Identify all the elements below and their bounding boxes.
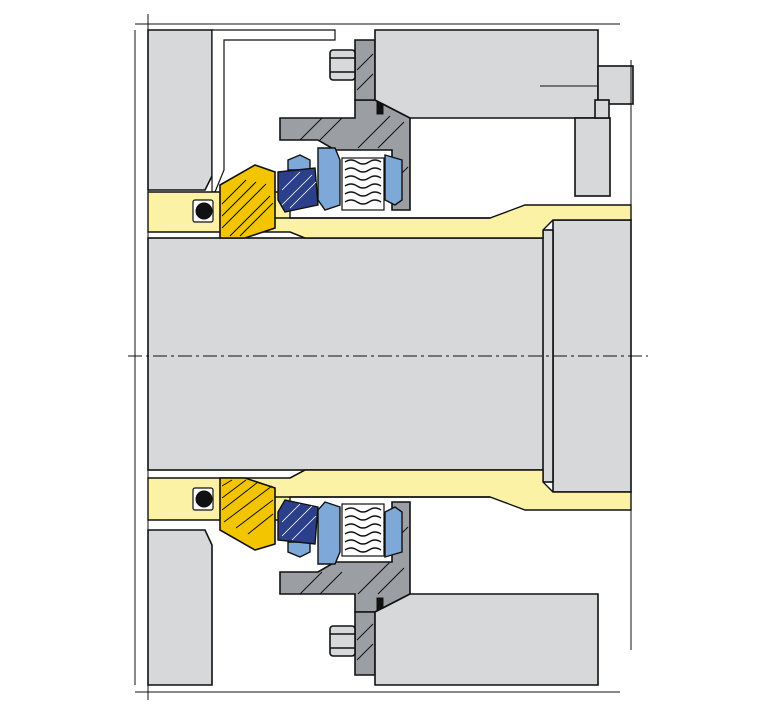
- spring-lower: [341, 503, 385, 557]
- right-block-upper: [374, 29, 600, 119]
- flange-lower: [354, 611, 376, 676]
- right-block-lower: [374, 593, 599, 686]
- drive-lug: [574, 65, 634, 197]
- o-ring-lower: [192, 487, 214, 511]
- flange-upper: [354, 39, 376, 101]
- housing-lower: [147, 529, 213, 686]
- frame-lines: [134, 14, 632, 700]
- sleeve-step-details: [275, 217, 490, 498]
- housing-upper-block: [147, 29, 213, 191]
- housing-lower-block: [147, 529, 213, 686]
- packing-lower: [277, 499, 319, 545]
- rotating-face-lower: [219, 477, 276, 551]
- rotating-face-upper: [219, 164, 276, 239]
- shaft: [147, 237, 549, 471]
- stationary-seat-lower: [287, 501, 403, 565]
- spring-upper: [341, 157, 385, 211]
- packing-upper: [277, 167, 319, 213]
- o-ring-upper: [192, 199, 214, 223]
- gland-plate-upper: [279, 99, 411, 211]
- housing-upper-face: [211, 29, 336, 193]
- stationary-seat-upper: [287, 147, 403, 211]
